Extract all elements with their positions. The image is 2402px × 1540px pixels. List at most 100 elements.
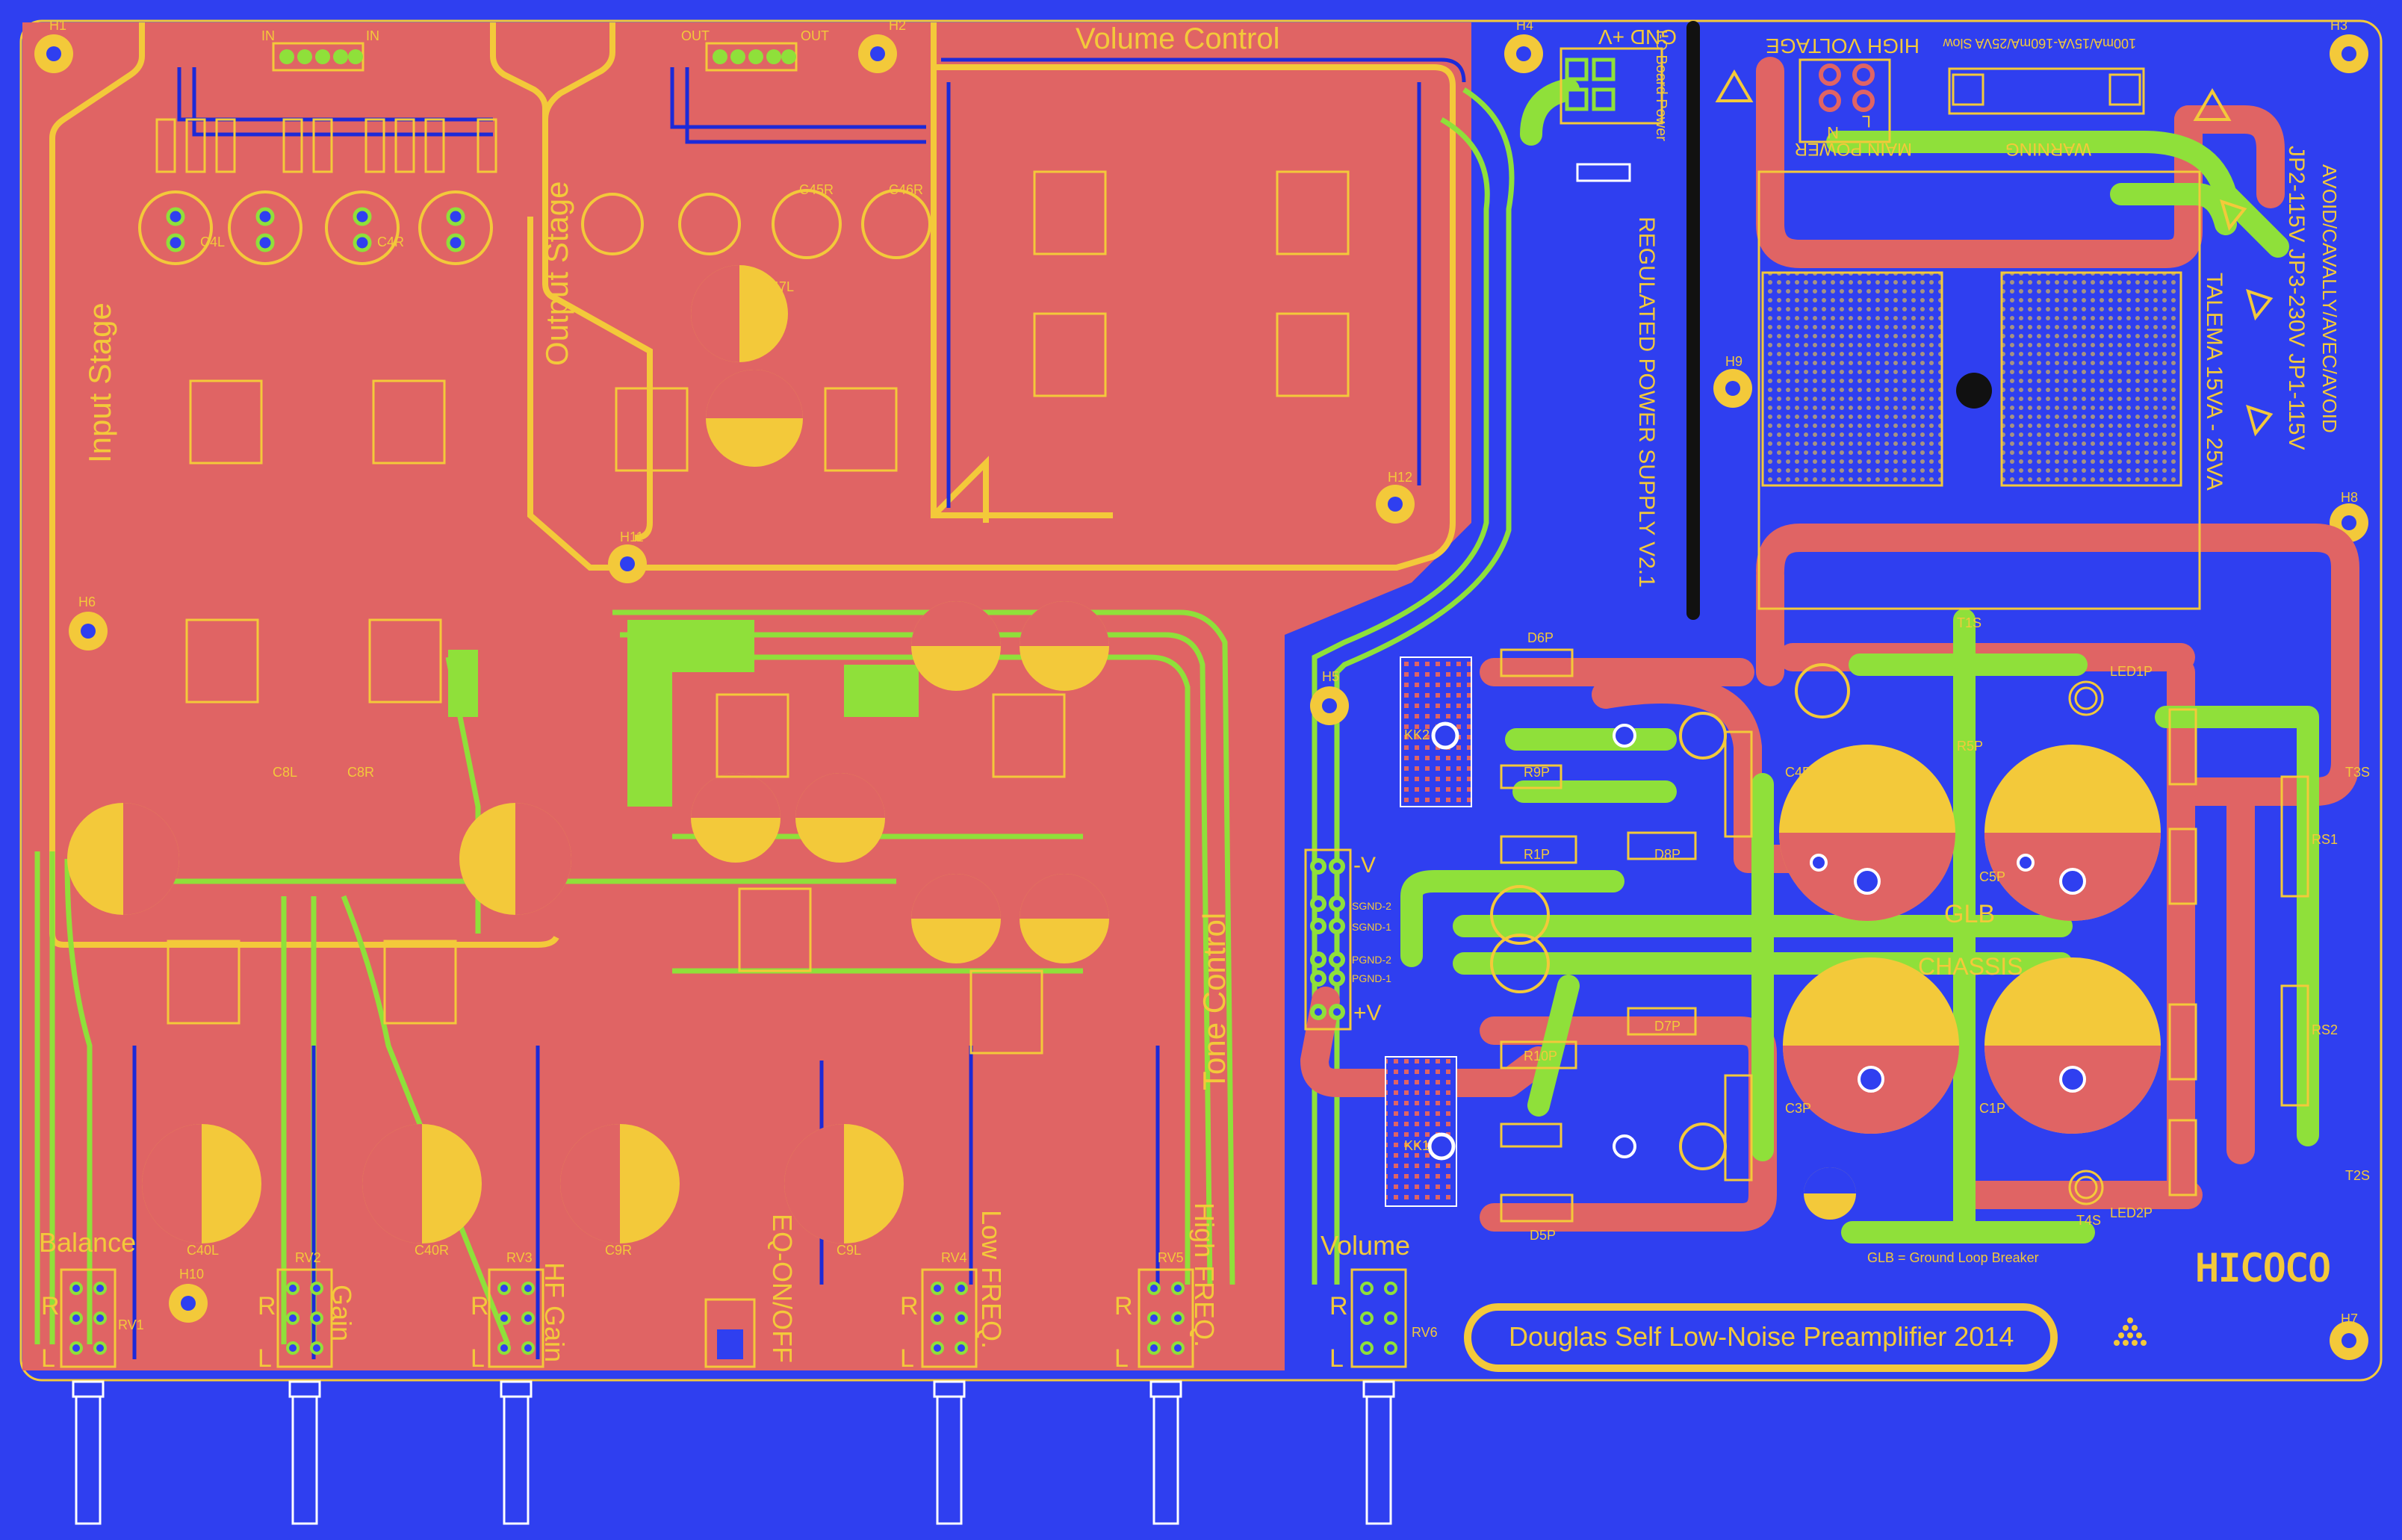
hole-label: H11: [620, 530, 644, 544]
io-power-pins: [1565, 58, 1616, 111]
volume-control-title: Volume Control: [1076, 22, 1279, 55]
input-connector-label-left: IN: [261, 28, 275, 43]
hole-label: H9: [1725, 354, 1742, 369]
component-label: LED2P: [2110, 1205, 2153, 1220]
component-label: C4P: [1785, 765, 1811, 780]
component-label: C3P: [1785, 1101, 1811, 1116]
rv-label: RV5: [1158, 1250, 1184, 1265]
jumper-settings-label: JP2-115V JP3-230V JP1-115V: [2284, 146, 2309, 450]
hole-label: H3: [2330, 18, 2347, 33]
io-power-connector: [1560, 47, 1663, 125]
hole-label: H1: [49, 18, 66, 33]
hf-gain-label: HF Gain: [539, 1262, 570, 1362]
large-electrolytic-caps: [67, 265, 1109, 1244]
tone-control-title: Tone Control: [1197, 913, 1232, 1090]
fuse-rating-label: 100mA/15VA-160mA/25VA Slow: [1943, 36, 2136, 51]
pgnd1-label: PGND-1: [1352, 972, 1391, 984]
heatsink-kk1: [1385, 1056, 1457, 1207]
hole-label: H12: [1388, 470, 1412, 485]
component-label: D7P: [1654, 1019, 1681, 1034]
io-board-power-label: I-O Board Power: [1653, 30, 1669, 141]
pot-r-label: R: [900, 1292, 919, 1320]
audio-ic-footprints: [167, 170, 1350, 1055]
audio-blue-traces: [132, 58, 1466, 1359]
board-title: Douglas Self Low-Noise Preamplifier 2014: [1509, 1321, 2014, 1352]
input-connector-label-right: IN: [366, 28, 379, 43]
mains-connector: [1799, 58, 1891, 143]
component-label: RS2: [2312, 1022, 2338, 1037]
component-label: T1S: [1957, 615, 1982, 630]
mounting-hole: [1504, 34, 1543, 73]
mounting-hole: [2330, 34, 2368, 73]
component-label: R9P: [1524, 765, 1550, 780]
plus-v-label: +V: [1353, 1001, 1382, 1025]
volume-inner-divider: [931, 456, 989, 523]
heatsink-kk1-pad: [1427, 1132, 1456, 1161]
volume-label: Volume: [1321, 1230, 1410, 1261]
pot-l-label: L: [41, 1344, 55, 1373]
audio-cap-labels: C40L C40R C9R C9L C45R C46R C47L C8L C8R…: [187, 182, 923, 1258]
warning-triangles: [1715, 69, 2274, 437]
component-label: C1P: [1979, 1101, 2005, 1116]
glb-note: GLB = Ground Loop Breaker: [1867, 1250, 2039, 1265]
hole-labels: H1 H2 H3 H4 H5 H6 H7 H8 H9 H10 H11 H12: [49, 18, 2358, 1326]
input-connector-pins: [279, 49, 363, 64]
avoid-label: AVOID/CAVALLY/AVEC/AVOID: [2318, 164, 2341, 433]
sgnd1-label: SGND-1: [1352, 921, 1391, 933]
mounting-hole: [1713, 369, 1752, 408]
pot-l-label: L: [471, 1344, 485, 1373]
pot-r-label: R: [41, 1292, 60, 1320]
psu-leds: [2068, 680, 2104, 1205]
mounting-hole: [608, 544, 647, 583]
pgnd2-label: PGND-2: [1352, 954, 1391, 966]
component-label: D5P: [1530, 1228, 1556, 1243]
fuse-holder: [1948, 67, 2145, 115]
eq-switch-footprint: [704, 1298, 756, 1368]
pot-r-label: R: [471, 1292, 489, 1320]
psu-connector-labels: -V SGND-2 SGND-1 PGND-2 PGND-1 +V: [1352, 853, 1391, 1025]
rv-label: RV1: [118, 1317, 144, 1332]
power-supply-title: REGULATED POWER SUPPLY V2.1: [1634, 217, 1659, 588]
component-label: C40L: [187, 1243, 219, 1258]
hole-label: H2: [889, 18, 906, 33]
component-label: D8P: [1654, 847, 1681, 862]
input-stage-divider: [490, 22, 653, 541]
minus-v-label: -V: [1353, 853, 1376, 878]
potentiometer-footprints: [60, 1268, 1407, 1368]
component-label: D6P: [1527, 630, 1554, 645]
input-capacitor-row: [138, 189, 931, 265]
hole-label: H5: [1322, 669, 1339, 684]
component-label: KK1: [1404, 1138, 1430, 1153]
output-connector-label-left: OUT: [681, 28, 710, 43]
live-label: L: [1862, 112, 1871, 131]
pot-l-label: L: [900, 1344, 914, 1373]
hole-label: H4: [1516, 18, 1533, 33]
fuse-right-terminal: [2108, 73, 2141, 106]
transformer-outline: [1757, 170, 2201, 610]
psu-small-components: [1500, 648, 2309, 1223]
output-connector-label-right: OUT: [801, 28, 829, 43]
high-freq-label: High FREQ.: [1189, 1202, 1220, 1347]
psu-output-connector: [1304, 848, 1352, 1031]
io-connector-latch: [1576, 163, 1631, 182]
gnd-plus-v-label: GND +V: [1598, 25, 1677, 49]
component-label: C40R: [415, 1243, 449, 1258]
component-label: R10P: [1524, 1049, 1557, 1064]
main-power-label: MAIN POWER: [1795, 139, 1912, 159]
heatsink-kk2-pad: [1431, 721, 1459, 750]
rv-label: RV6: [1412, 1325, 1438, 1340]
pot-pads: [69, 1282, 1397, 1355]
rv-label: RV3: [506, 1250, 533, 1265]
isolation-barrier: [1686, 21, 1700, 620]
pot-r-label: R: [258, 1292, 276, 1320]
pot-r-label: R: [1114, 1292, 1133, 1320]
hole-label: H7: [2341, 1311, 2358, 1326]
transformer-coil-right: [2000, 271, 2182, 487]
psu-red-traces: [1300, 57, 2359, 1232]
mounting-hole: [858, 34, 897, 73]
component-label: T2S: [2345, 1168, 2370, 1183]
input-stage-outline: [49, 22, 559, 948]
volume-control-outline: [527, 64, 1456, 571]
transformer-coil-left: [1761, 271, 1943, 487]
